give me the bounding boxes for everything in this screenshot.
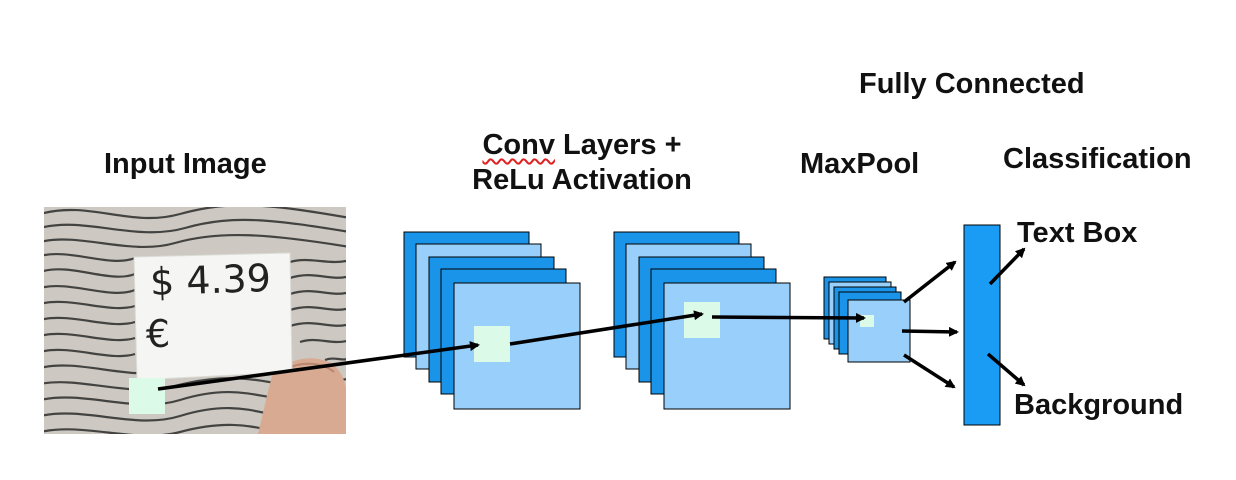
conv-layers-label: Conv Layers + ReLu Activation xyxy=(452,128,712,198)
arrow-conv2-to-pool xyxy=(711,312,866,323)
conv-rest: Layers + xyxy=(554,129,682,161)
pool-layer-5 xyxy=(847,299,911,363)
arrow-pool-to-fc-bottom xyxy=(903,353,956,389)
arrow-to-text-box xyxy=(988,247,1026,286)
maxpool-stack xyxy=(823,276,911,363)
conv-word: Conv xyxy=(482,129,555,161)
conv-layers-line2: ReLu Activation xyxy=(472,163,692,196)
input-patch xyxy=(129,378,165,414)
arrow-pool-to-fc-mid xyxy=(901,326,959,337)
classification-label: Classification xyxy=(1003,143,1192,175)
maxpool-label: MaxPool xyxy=(800,148,920,180)
conv2-patch xyxy=(684,302,720,338)
background-label: Background xyxy=(1014,389,1184,421)
arrow-input-to-conv1 xyxy=(157,341,480,391)
card-price-text: $ 4.39 xyxy=(149,255,272,305)
arrow-to-background xyxy=(986,352,1026,387)
conv1-patch xyxy=(474,326,510,362)
text-box-label: Text Box xyxy=(1017,217,1138,249)
arrow-pool-to-fc-top xyxy=(902,260,957,304)
conv-stack-2 xyxy=(613,231,791,410)
input-photo xyxy=(44,207,346,434)
card-currency-text: € xyxy=(145,311,171,357)
conv2-layer-5 xyxy=(663,282,791,410)
fully-connected-label: Fully Connected xyxy=(859,68,1085,100)
conv-layers-line1: Conv Layers + xyxy=(452,128,712,163)
input-image-label: Input Image xyxy=(104,148,267,180)
conv-stack-1 xyxy=(403,231,581,410)
arrow-conv1-to-conv2 xyxy=(509,310,704,346)
fully-connected-bar xyxy=(963,224,1001,426)
